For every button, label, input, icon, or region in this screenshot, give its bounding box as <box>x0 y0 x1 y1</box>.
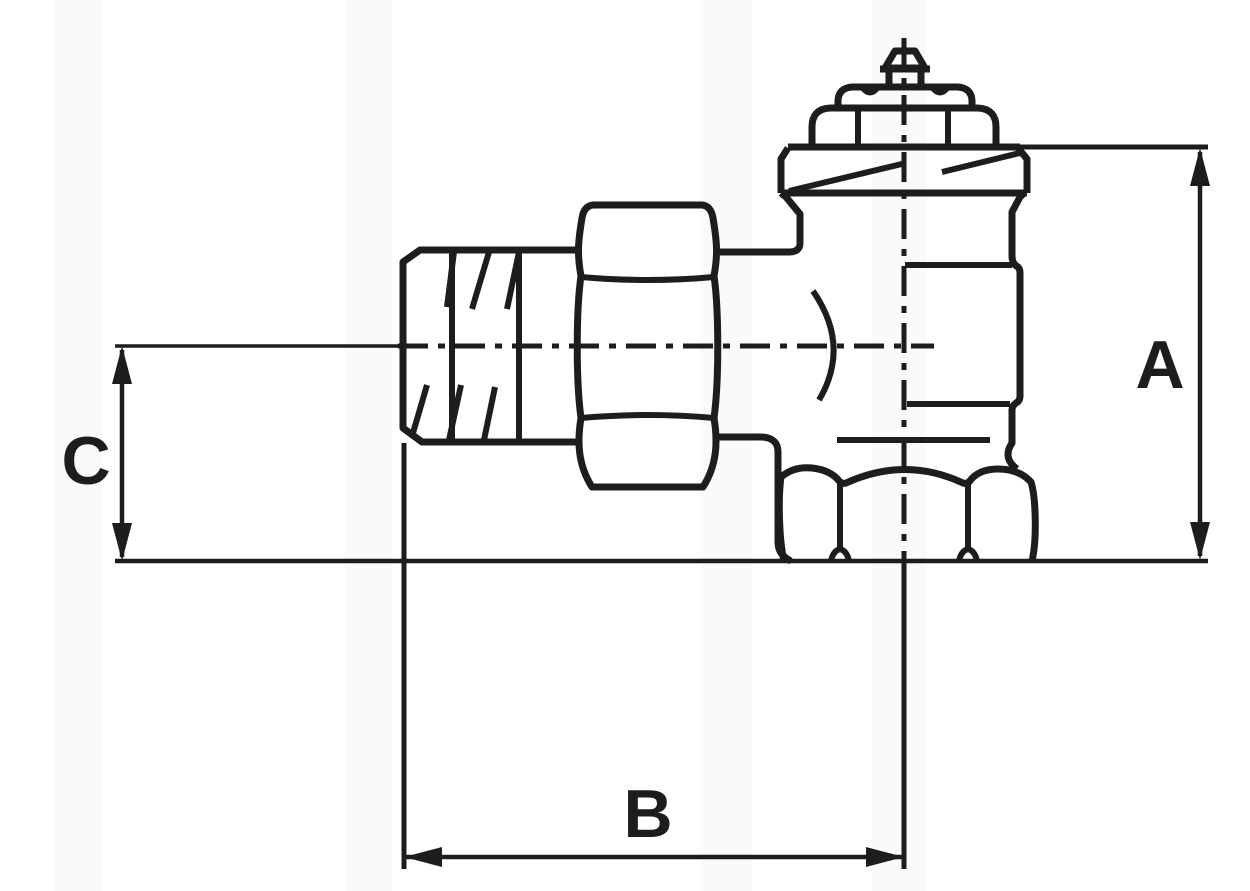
dimension-a: A <box>1020 144 1210 560</box>
dimension-a-arrow-up <box>1190 148 1210 186</box>
dimension-a-label: A <box>1135 327 1184 403</box>
union-nut-facet-lines <box>580 274 715 421</box>
cap-hex-outline <box>808 104 1000 146</box>
thread-hatch-lines <box>410 251 522 441</box>
dimension-b: B <box>401 443 907 869</box>
union-nut <box>573 201 722 491</box>
cap-hex-facet-lines <box>855 110 951 146</box>
dimension-c-label: C <box>61 423 110 499</box>
tailpiece-nut <box>775 464 1039 562</box>
cap-crown-outline <box>834 83 976 108</box>
tailpiece-nut-chamfers <box>828 546 980 562</box>
body-left-contour <box>717 190 804 256</box>
tailpiece-nut-facet-lines <box>837 484 971 549</box>
valve-passage-arc <box>810 289 837 402</box>
dimension-a-arrow-down <box>1190 522 1210 560</box>
union-nut-outline <box>573 201 722 491</box>
dimension-c-arrow-down <box>112 523 132 561</box>
dimension-c: C <box>61 346 132 561</box>
bonnet-flange <box>777 143 1031 197</box>
dimension-b-arrow-left <box>404 847 442 867</box>
body-right-contour <box>1004 190 1027 472</box>
dimension-b-arrow-right <box>866 847 904 867</box>
dimension-b-label: B <box>623 776 672 852</box>
body-step-edges <box>837 262 1012 443</box>
valve-body <box>717 190 1027 565</box>
centerlines <box>115 38 934 560</box>
flange-thread-marks <box>788 149 1025 194</box>
dimension-c-arrow-up <box>112 346 132 384</box>
spindle-stem-sides <box>885 69 925 86</box>
tailpiece-nut-outline <box>775 464 1039 562</box>
thread-outline <box>399 246 580 446</box>
spindle-assembly <box>808 47 1000 146</box>
male-thread <box>399 246 580 446</box>
cap-crown-valleys <box>859 85 951 96</box>
